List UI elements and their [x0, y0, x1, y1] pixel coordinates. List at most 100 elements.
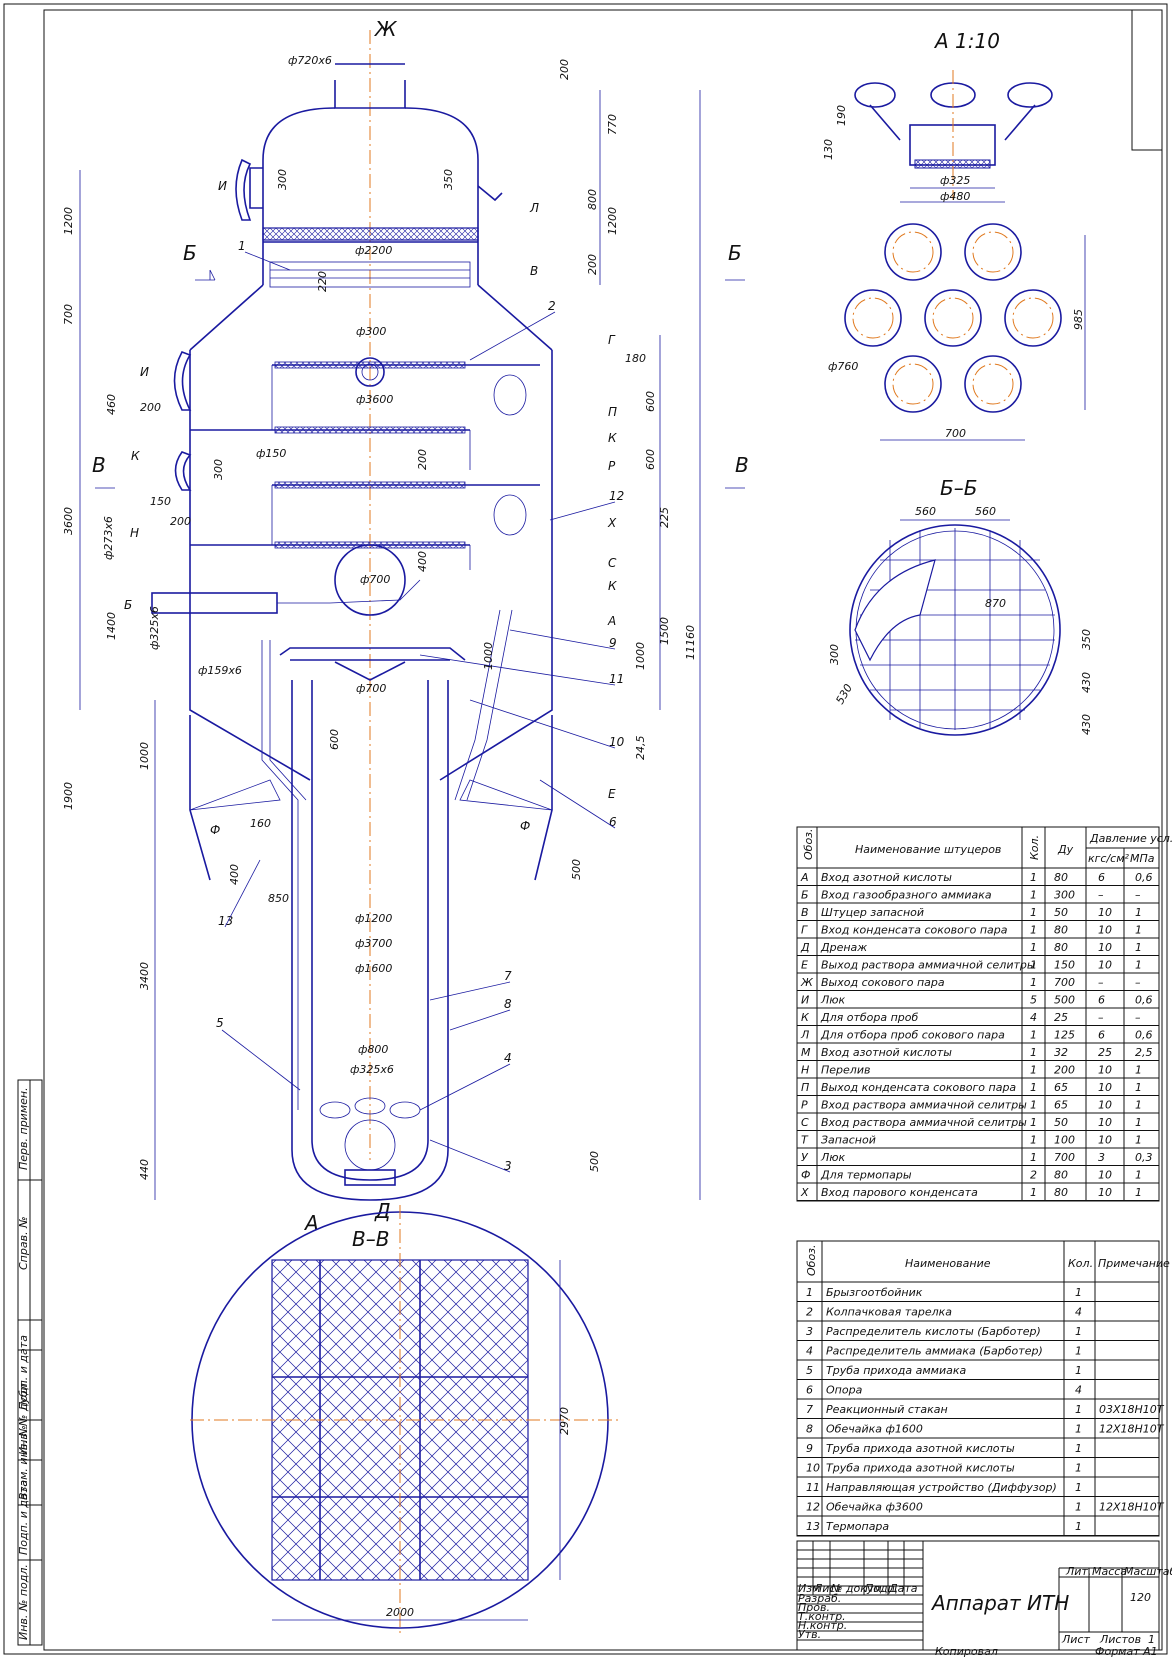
stamp-sprav: Справ. №: [17, 1216, 30, 1270]
parts-cell: 11: [806, 1481, 820, 1494]
nozzle-cell: 2: [1030, 1169, 1037, 1182]
nozzle-cell: 80: [1054, 871, 1068, 884]
nozzle-cell: 10: [1098, 1099, 1112, 1112]
tb-role-label: Разраб.: [798, 1592, 841, 1605]
parts-cell: Обечайка ф1600: [826, 1423, 923, 1436]
dim-v180: 180: [625, 352, 646, 365]
nozzle-cell: И: [801, 994, 809, 1007]
parts-cell: Распределитель аммиака (Барботер): [826, 1345, 1043, 1358]
tb-role-label: Н.контр.: [798, 1619, 847, 1632]
parts-cell: 1: [1075, 1345, 1082, 1358]
tb-head-label: Лист: [813, 1582, 842, 1595]
dim-v200d: 200: [170, 515, 191, 528]
parts-cell: 1: [1075, 1442, 1082, 1455]
stamp-podp2: Подп. и дата: [17, 1480, 30, 1555]
callout-13: 13: [218, 914, 233, 928]
nozzle-cell: Вход азотной кислоты: [821, 871, 952, 884]
tb-scale-value: 120: [1130, 1591, 1151, 1604]
dim-v200b: 200: [586, 254, 599, 275]
parts-cell: 1: [1075, 1520, 1082, 1533]
noz-g: Г: [608, 333, 616, 347]
nozzle-cell: 1: [1135, 1134, 1142, 1147]
callout-2: 2: [548, 299, 556, 313]
title-text: Аппарат ИТН: [930, 1591, 1069, 1615]
parts-cell: 4: [1075, 1306, 1082, 1319]
nt-h-desig: Обоз.: [802, 828, 815, 860]
nozzle-cell: 80: [1054, 924, 1068, 937]
nozzle-cell: 0,6: [1135, 994, 1153, 1007]
dim-a760: ф760: [828, 360, 858, 373]
nozzle-cell: 1: [1030, 1046, 1037, 1059]
noz-a: А: [607, 614, 616, 628]
parts-cell: Распределитель кислоты (Барботер): [826, 1325, 1041, 1338]
noz-b: Б: [124, 598, 132, 612]
dim-a985: 985: [1072, 309, 1085, 330]
dim-v500: 500: [570, 859, 583, 880]
callout-7: 7: [504, 969, 512, 983]
dim-v225: 225: [658, 507, 671, 528]
dim-d159: ф159х6: [198, 664, 242, 677]
nozzle-cell: 1: [1030, 941, 1037, 954]
nozzle-cell: 500: [1054, 994, 1075, 1007]
parts-cell: 4: [1075, 1384, 1082, 1397]
dim-d3700: ф3700: [355, 937, 392, 950]
callout-8: 8: [504, 997, 512, 1011]
mark-d: Д: [374, 1199, 391, 1223]
nozzle-cell: 1: [1135, 1169, 1142, 1182]
section-vv: В–В 2000 2970: [190, 1205, 620, 1635]
parts-cell: 1: [1075, 1364, 1082, 1377]
dim-v460: 460: [105, 394, 118, 415]
dim-d800: ф800: [358, 1043, 388, 1056]
nozzle-cell: 4: [1030, 1011, 1037, 1024]
nozzle-cell: –: [1135, 976, 1141, 989]
nozzle-cell: Для термопары: [820, 1169, 912, 1182]
parts-cell: 5: [806, 1364, 813, 1377]
stamp-podl: Инв. № подл.: [17, 1564, 30, 1640]
callout-12: 12: [609, 489, 624, 503]
parts-cell: Труба прихода азотной кислоты: [826, 1442, 1015, 1455]
nozzle-cell: 25: [1054, 1011, 1068, 1024]
dim-d325b: ф325х6: [350, 1063, 394, 1076]
mark-a: А: [303, 1211, 319, 1235]
side-stamp: Перв. примен. Справ. № Подп. и дата Инв.…: [17, 1079, 43, 1646]
nozzle-cell: 1: [1135, 1064, 1142, 1077]
tb-head-label: Подп.: [865, 1582, 898, 1595]
nozzle-cell: 6: [1098, 1029, 1105, 1042]
dim-v1000: 1000: [138, 742, 151, 770]
dim-v1500: 1500: [658, 617, 671, 645]
noz-k2: К: [608, 431, 617, 445]
noz-n: Н: [130, 526, 139, 540]
parts-cell: 2: [806, 1306, 813, 1319]
nozzle-cell: Вход конденсата сокового пара: [821, 924, 1008, 937]
dim-v3600: 3600: [62, 507, 75, 535]
dim-d325: ф325х6: [148, 606, 161, 650]
tb-head-label: Изм: [798, 1582, 820, 1595]
view-a: А 1:10 ф325 ф480 190 130: [822, 29, 1086, 441]
nozzle-cell: 1: [1030, 1134, 1037, 1147]
parts-cell: 12: [806, 1501, 820, 1514]
dim-d150: ф150: [256, 447, 286, 460]
dim-v200c: 200: [140, 401, 161, 414]
parts-cell: Труба прихода аммиака: [826, 1364, 967, 1377]
nozzle-cell: 10: [1098, 1116, 1112, 1129]
nozzle-cell: 50: [1054, 1116, 1068, 1129]
dim-b530: 530: [833, 682, 855, 707]
tb-head-label: № докум.: [830, 1582, 885, 1595]
callout-4: 4: [504, 1051, 512, 1065]
nozzle-cell: Люк: [820, 1151, 846, 1164]
parts-cell: 03Х18Н10Т: [1099, 1403, 1165, 1416]
nozzle-cell: 100: [1054, 1134, 1075, 1147]
nozzle-cell: 150: [1054, 959, 1075, 972]
nozzle-cell: 0,6: [1135, 1029, 1153, 1042]
nozzle-cell: 1: [1030, 871, 1037, 884]
nozzle-cell: 10: [1098, 906, 1112, 919]
nozzle-cell: Запасной: [821, 1134, 876, 1147]
dim-v300: 300: [276, 169, 289, 190]
noz-e: Е: [608, 787, 616, 801]
dim-b560b: 560: [975, 505, 996, 518]
noz-k3: К: [608, 579, 617, 593]
noz-p: П: [608, 405, 617, 419]
tb-lit: Лит.: [1065, 1565, 1091, 1578]
dim-v300b: 300: [212, 459, 225, 480]
tb-role-label: Т.контр.: [798, 1610, 846, 1623]
